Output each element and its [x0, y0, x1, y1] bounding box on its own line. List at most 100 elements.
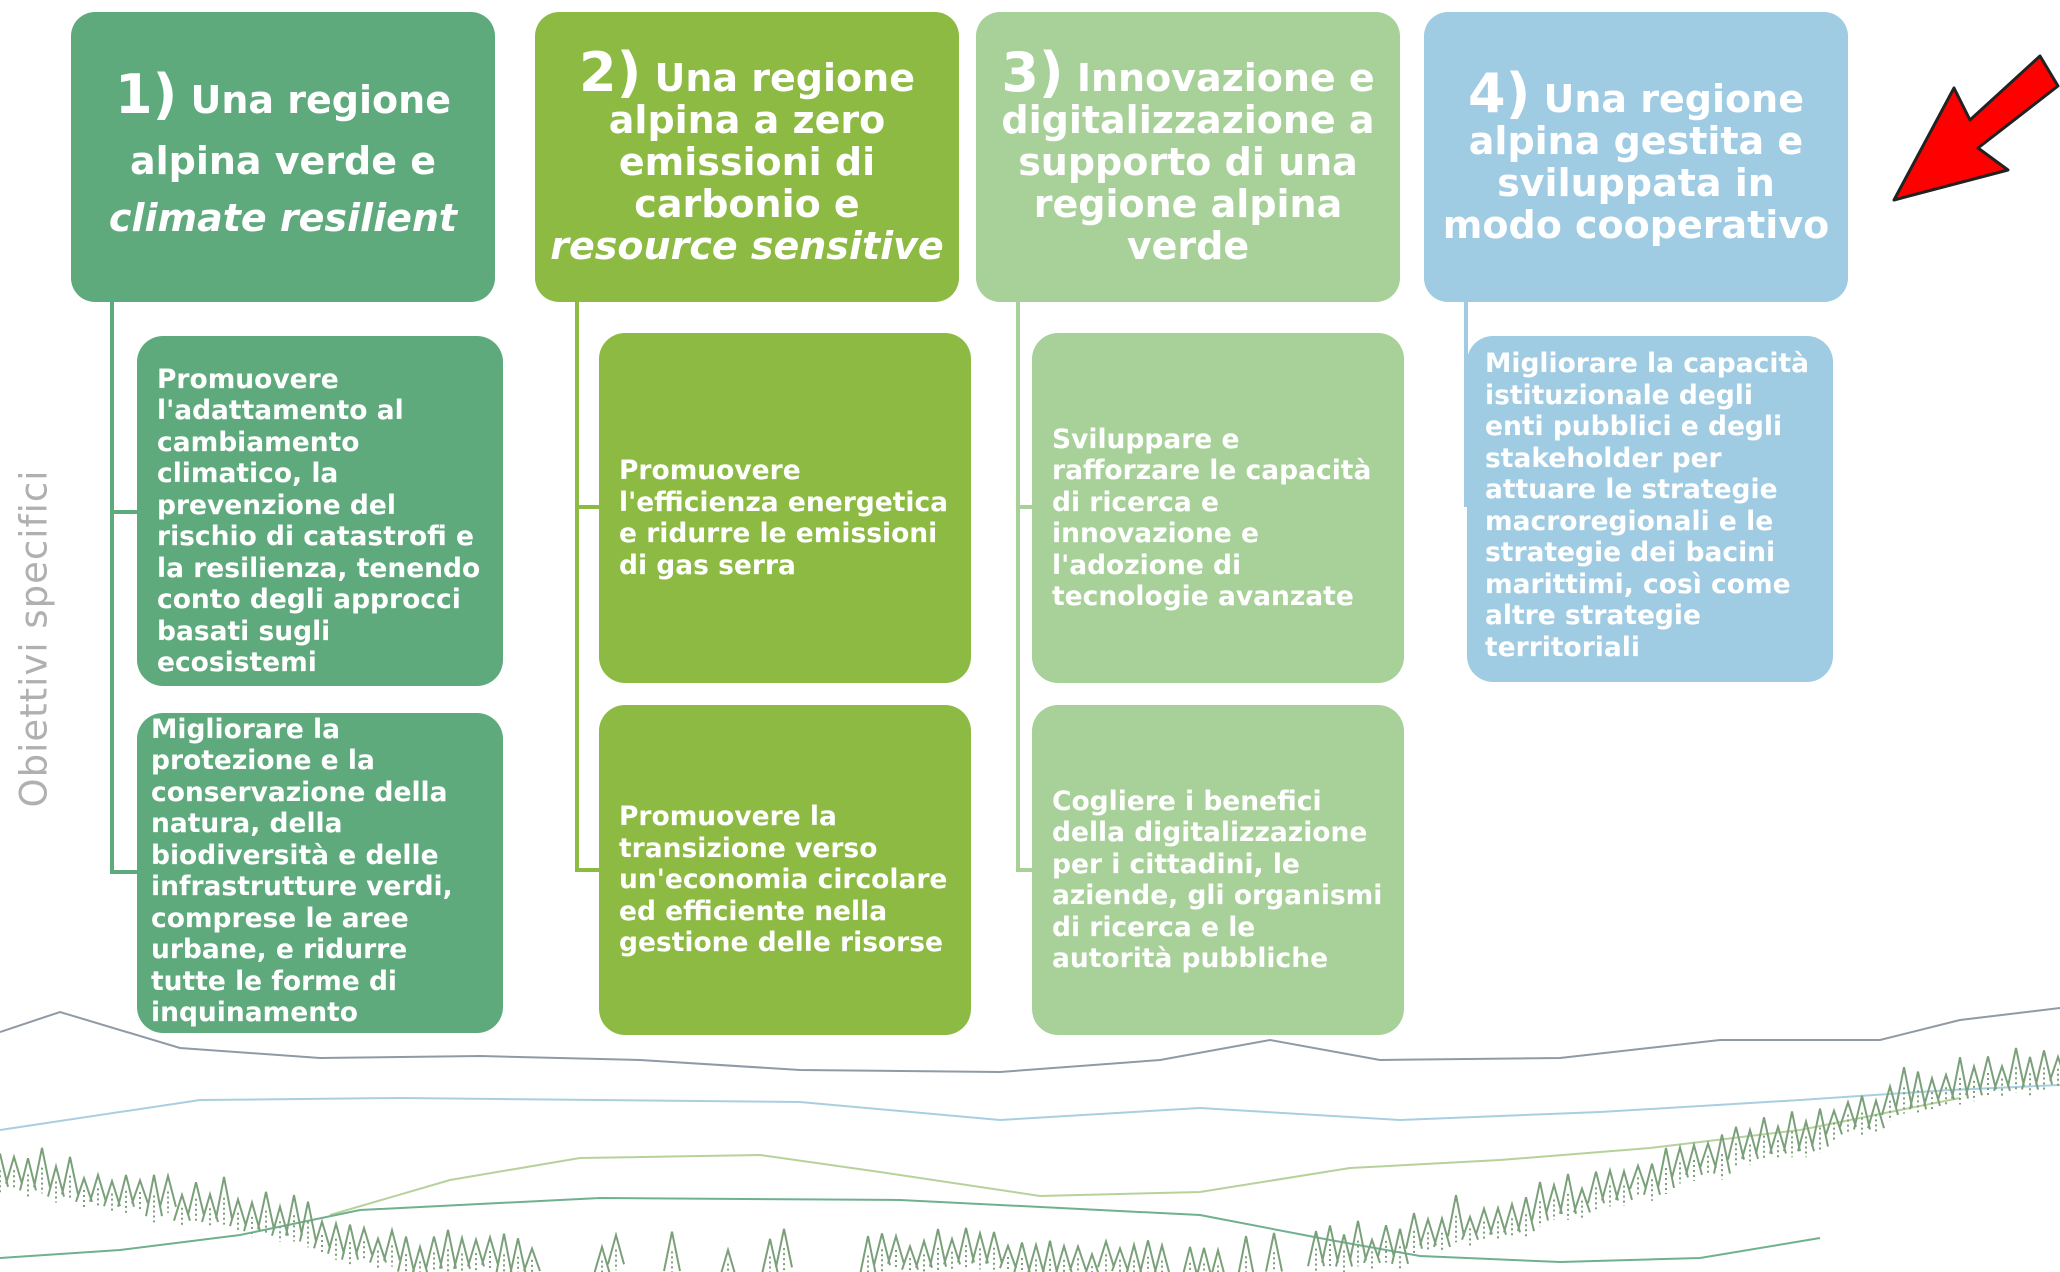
trees-group	[0, 1047, 2060, 1272]
tree-icon	[1657, 1147, 1675, 1189]
tree-icon	[1685, 1141, 1703, 1176]
tree-icon	[313, 1218, 331, 1249]
tree-icon	[2007, 1047, 2025, 1087]
tree-icon	[1237, 1235, 1255, 1272]
tree-icon	[761, 1238, 779, 1272]
tree-icon	[1559, 1173, 1577, 1215]
tree-icon	[1769, 1123, 1787, 1154]
tree-icon	[1671, 1143, 1689, 1178]
tree-icon	[873, 1233, 891, 1266]
tree-icon	[173, 1191, 191, 1221]
priority-number: 3)	[1001, 40, 1064, 104]
tree-icon	[481, 1233, 499, 1266]
priority-4-header: 4) Una regione alpina gestita e sviluppa…	[1424, 12, 1848, 302]
priority-number: 2)	[579, 40, 642, 104]
tree-icon	[1097, 1238, 1115, 1268]
tree-icon	[1042, 1240, 1058, 1272]
tree-icon	[1895, 1066, 1913, 1108]
tree-icon	[2035, 1050, 2053, 1085]
tree-icon	[299, 1201, 317, 1242]
objective-text: Sviluppare e rafforzare le capacità di r…	[1052, 423, 1372, 613]
tree-icon	[1867, 1097, 1885, 1129]
tree-icon	[1587, 1171, 1605, 1204]
tree-icon	[929, 1228, 947, 1267]
priority-title: Una regione alpina a zero emissioni di c…	[608, 55, 915, 226]
tree-icon	[215, 1176, 233, 1219]
tree-icon	[75, 1175, 93, 1203]
priority-title-italic: climate resilient	[108, 196, 458, 240]
tree-icon	[1055, 1242, 1073, 1272]
tree-icon	[1349, 1220, 1367, 1261]
objective-box: Migliorare la capacità istituzionale deg…	[1467, 336, 1833, 682]
objective-box: Promuovere l'efficienza energetica e rid…	[599, 333, 971, 683]
tree-icon	[1951, 1057, 1969, 1099]
tree-icon	[1377, 1224, 1395, 1257]
objective-text: Promuovere l'efficienza energetica e rid…	[619, 455, 949, 581]
objective-box: Migliorare la protezione e la conservazi…	[137, 713, 503, 1033]
tree-icon	[1489, 1204, 1507, 1235]
tree-icon	[957, 1227, 975, 1263]
objective-box: Sviluppare e rafforzare le capacità di r…	[1032, 333, 1404, 683]
tree-icon	[229, 1195, 247, 1227]
tree-icon	[187, 1182, 205, 1216]
tree-icon	[257, 1191, 275, 1230]
tree-icon	[2021, 1056, 2039, 1090]
tree-icon	[720, 1246, 736, 1272]
tree-icon	[1783, 1111, 1801, 1152]
tree-icon	[103, 1177, 121, 1207]
objective-text: Migliorare la capacità istituzionale deg…	[1485, 348, 1809, 663]
tree-icon	[1027, 1241, 1045, 1272]
tree-icon	[5, 1153, 23, 1185]
tree-icon	[1853, 1095, 1871, 1130]
tree-icon	[971, 1229, 989, 1264]
tree-icon	[1909, 1071, 1927, 1110]
priority-title: alpina verde e	[129, 139, 437, 183]
tree-icon	[1069, 1243, 1087, 1271]
tree-icon	[411, 1243, 429, 1272]
tree-icon	[467, 1236, 485, 1267]
tree-icon	[355, 1224, 373, 1255]
tree-icon	[1573, 1185, 1591, 1213]
tree-icon	[1405, 1212, 1423, 1249]
tree-icon	[201, 1190, 219, 1223]
tree-icon	[2049, 1053, 2060, 1081]
connector-line	[110, 510, 140, 514]
connector-line	[575, 302, 579, 872]
tree-icon	[1993, 1063, 2011, 1092]
tree-icon	[61, 1156, 79, 1195]
tree-icon	[1699, 1140, 1717, 1169]
tree-icon	[1196, 1247, 1212, 1272]
tree-icon	[985, 1231, 1003, 1264]
objective-text: Migliorare la protezione e la conservazi…	[151, 713, 453, 1029]
mountain-ridge-line	[0, 1084, 2060, 1131]
tree-icon	[1881, 1082, 1899, 1116]
tree-icon	[1084, 1251, 1100, 1272]
tree-icon	[453, 1234, 471, 1270]
tree-icon	[1965, 1062, 1983, 1096]
tree-icon	[1923, 1074, 1941, 1107]
priority-number: 1)	[115, 63, 178, 126]
tree-icon	[0, 1153, 9, 1188]
tree-icon	[33, 1147, 51, 1188]
red-arrow-icon	[1892, 54, 2060, 202]
tree-icon	[1643, 1163, 1661, 1196]
tree-icon	[1531, 1181, 1549, 1221]
tree-icon	[131, 1177, 149, 1204]
objective-text: Promuovere la transizione verso un'econo…	[619, 801, 948, 959]
tree-icon	[341, 1224, 359, 1260]
tree-icon	[1321, 1225, 1339, 1263]
tree-icon	[1979, 1056, 1997, 1090]
tree-icon	[901, 1243, 919, 1271]
tree-icon	[1211, 1246, 1225, 1272]
tree-icon	[999, 1243, 1017, 1269]
connector-line	[1016, 868, 1046, 872]
tree-icon	[1335, 1234, 1353, 1267]
connector-line	[575, 505, 605, 509]
tree-icon	[1713, 1134, 1731, 1174]
tree-icon	[1139, 1240, 1157, 1272]
side-label-text: Obiettivi specifici	[12, 469, 56, 807]
mountain-ridge-line	[0, 1196, 1821, 1264]
connector-line	[1464, 302, 1468, 507]
tree-icon	[1447, 1194, 1465, 1237]
